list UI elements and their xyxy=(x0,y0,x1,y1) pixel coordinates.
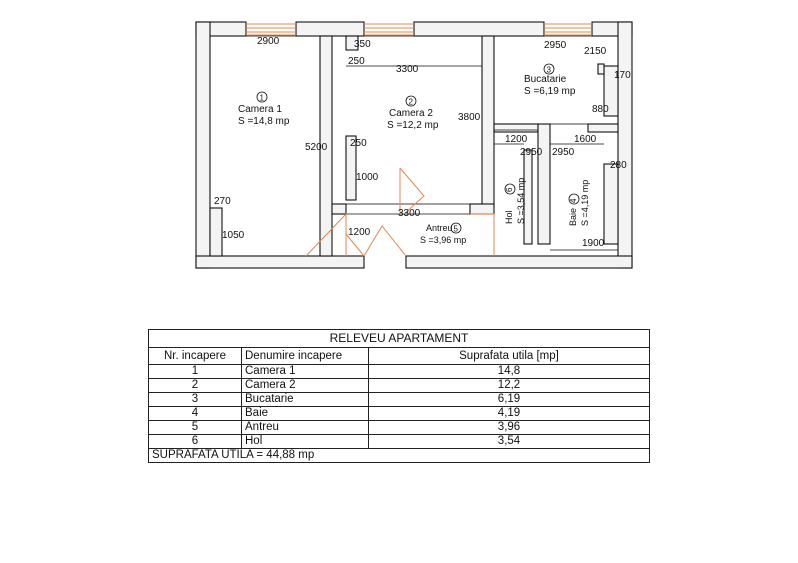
windows xyxy=(246,23,592,36)
cell-name: Baie xyxy=(241,406,369,421)
room-number: 6 xyxy=(505,187,514,192)
cell-area: 14,8 xyxy=(368,364,650,379)
cell-nr: 4 xyxy=(148,406,242,421)
dim-label: 250 xyxy=(350,138,367,149)
table-total-row: SUPRAFATA UTILA = 44,88 mp xyxy=(148,448,650,463)
dim-label: 2150 xyxy=(584,46,607,57)
dim-label: 170 xyxy=(614,70,631,81)
table-title: RELEVEU APARTAMENT xyxy=(148,329,650,348)
cell-nr: 1 xyxy=(148,364,242,379)
room-number: 1 xyxy=(260,94,265,103)
dim-label: 2900 xyxy=(257,36,280,47)
dimension-labels: 2900 350 250 3300 2950 2150 170 880 3800… xyxy=(214,36,631,249)
room-number: 3 xyxy=(547,66,552,75)
room-name: Camera 2 xyxy=(389,108,433,119)
table-row: 5 Antreu 3,96 xyxy=(148,420,650,435)
cell-area: 6,19 xyxy=(368,392,650,407)
cell-area: 3,96 xyxy=(368,420,650,435)
table-header-row: Nr. incapere Denumire incapere Suprafata… xyxy=(148,347,650,365)
room-name: Baie xyxy=(568,208,578,226)
table-row: 1 Camera 1 14,8 xyxy=(148,364,650,379)
room-name: Antreu xyxy=(426,223,453,233)
cell-name: Camera 1 xyxy=(241,364,369,379)
dim-label: 1200 xyxy=(348,227,371,238)
cell-area: 3,54 xyxy=(368,434,650,449)
room-outlines xyxy=(209,35,619,257)
cell-nr: 2 xyxy=(148,378,242,393)
cell-name: Bucatarie xyxy=(241,392,369,407)
cell-nr: 6 xyxy=(148,434,242,449)
releveu-table: RELEVEU APARTAMENT Nr. incapere Denumire… xyxy=(148,329,650,463)
dim-label: 1600 xyxy=(574,134,597,145)
header-name: Denumire incapere xyxy=(241,347,369,365)
dim-label: 2950 xyxy=(552,147,575,158)
table-row: 4 Baie 4,19 xyxy=(148,406,650,421)
dim-label: 880 xyxy=(592,104,609,115)
dim-label: 1050 xyxy=(222,230,245,241)
room-area: S =3,54 mp xyxy=(516,178,526,224)
room-name: Camera 1 xyxy=(238,104,282,115)
dim-label: 1000 xyxy=(356,172,379,183)
dim-label: 250 xyxy=(348,56,365,67)
floor-plan: 2900 350 250 3300 2950 2150 170 880 3800… xyxy=(195,21,633,269)
dim-label: 350 xyxy=(354,39,371,50)
cell-name: Antreu xyxy=(241,420,369,435)
cell-name: Hol xyxy=(241,434,369,449)
door-swings xyxy=(305,167,495,257)
dim-label: 2950 xyxy=(544,40,567,51)
room-labels: 1 Camera 1 S =14,8 mp 2 Camera 2 S =12,2… xyxy=(238,63,590,245)
dim-label: 280 xyxy=(610,160,627,171)
cell-nr: 3 xyxy=(148,392,242,407)
table-row: 6 Hol 3,54 xyxy=(148,434,650,449)
header-area: Suprafata utila [mp] xyxy=(368,347,650,365)
room-name: Hol xyxy=(504,210,514,224)
room-area: S =4,19 mp xyxy=(580,180,590,226)
room-number: 2 xyxy=(409,98,414,107)
room-area: S =6,19 mp xyxy=(524,86,576,97)
room-name: Bucatarie xyxy=(524,74,567,85)
dim-label: 1200 xyxy=(505,134,528,145)
dim-label: 3800 xyxy=(458,112,481,123)
cell-area: 4,19 xyxy=(368,406,650,421)
dim-label: 3300 xyxy=(398,208,421,219)
dim-label: 2950 xyxy=(520,147,543,158)
total-area: SUPRAFATA UTILA = 44,88 mp xyxy=(148,448,650,463)
header-nr: Nr. incapere xyxy=(148,347,242,365)
dim-label: 270 xyxy=(214,196,231,207)
dim-label: 1900 xyxy=(582,238,605,249)
cell-area: 12,2 xyxy=(368,378,650,393)
room-number: 4 xyxy=(569,198,578,203)
table-row: 3 Bucatarie 6,19 xyxy=(148,392,650,407)
cell-name: Camera 2 xyxy=(241,378,369,393)
room-area: S =14,8 mp xyxy=(238,116,290,127)
dim-label: 5200 xyxy=(305,142,328,153)
dim-label: 3300 xyxy=(396,64,419,75)
outer-walls xyxy=(195,21,633,269)
room-area: S =12,2 mp xyxy=(387,120,439,131)
room-number: 5 xyxy=(454,225,459,234)
room-area: S =3,96 mp xyxy=(420,235,466,245)
cell-nr: 5 xyxy=(148,420,242,435)
table-row: 2 Camera 2 12,2 xyxy=(148,378,650,393)
